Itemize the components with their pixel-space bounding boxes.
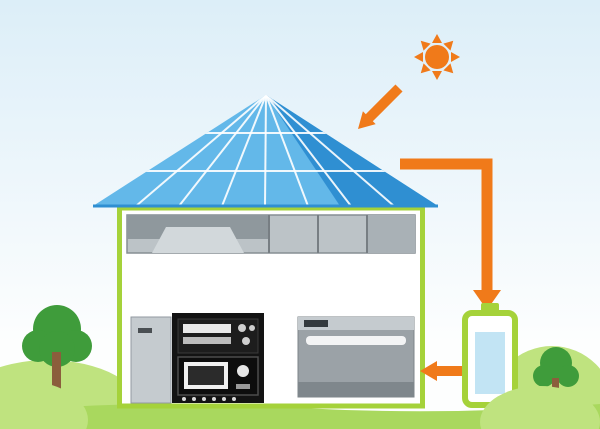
microwave-knob <box>237 365 249 377</box>
ground-strip <box>0 403 600 429</box>
oven-microwave-stack <box>172 313 264 403</box>
bush-front-right <box>480 386 600 429</box>
battery-charge-level <box>475 332 505 394</box>
bush-front-left <box>0 380 88 429</box>
tree-left <box>22 305 92 408</box>
arrow-right-then-down-icon <box>400 158 501 310</box>
cabinet-handle <box>138 328 152 333</box>
sun-disc <box>425 45 449 69</box>
dishwasher-handle <box>306 336 406 345</box>
window-pane-dark <box>367 215 415 253</box>
sun-rays <box>414 34 460 80</box>
upper-floor-band <box>126 214 416 254</box>
display-panel-2 <box>183 337 231 344</box>
arrow-down-left-icon <box>358 84 403 129</box>
arrowhead <box>358 111 376 129</box>
arrowhead <box>473 290 501 310</box>
dial <box>242 337 250 345</box>
arrowhead <box>420 361 437 381</box>
kitchen <box>130 313 415 404</box>
tree-trunk <box>52 352 61 408</box>
dishwasher <box>297 316 415 398</box>
dishwasher-control <box>304 320 328 327</box>
sun-icon <box>414 34 460 80</box>
two-story-house <box>117 205 425 409</box>
microwave-button <box>236 384 250 389</box>
dishwasher-kickplate <box>298 382 414 397</box>
solar-panel-roof <box>93 95 438 208</box>
display-panel <box>183 324 231 333</box>
roof-side-dark <box>266 95 438 206</box>
dial <box>238 324 246 332</box>
range-hood <box>152 227 244 253</box>
arrow-left-icon <box>420 361 462 381</box>
storage-battery-icon <box>462 303 518 408</box>
button-dots <box>182 397 236 401</box>
dial <box>249 325 255 331</box>
